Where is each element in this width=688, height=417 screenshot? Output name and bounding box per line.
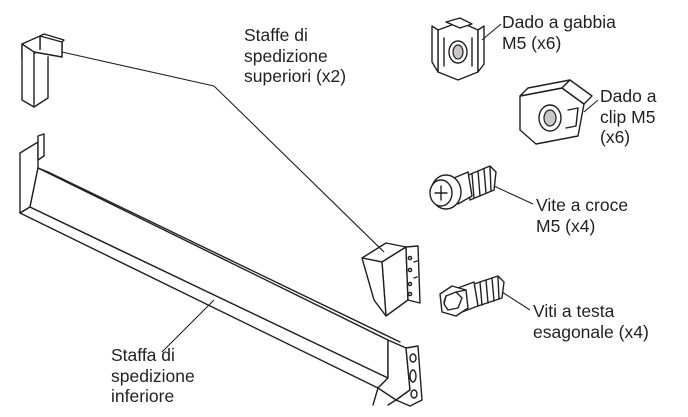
label-line: superiori (x2)	[244, 66, 347, 86]
label-line: spedizione	[244, 45, 328, 66]
label-line: esagonale (x4)	[533, 321, 649, 342]
label-line: Staffe di	[244, 25, 308, 45]
clip-nut	[519, 79, 593, 145]
lower-bracket	[19, 133, 423, 407]
leader-hex-screw	[501, 291, 531, 311]
label-line: Vite a croce	[536, 195, 629, 215]
label-line: (x6)	[600, 127, 631, 147]
leader-clip-nut	[583, 99, 599, 113]
cross-screw	[429, 165, 497, 210]
upper-bracket-right	[361, 242, 421, 317]
leader-upper-left	[61, 51, 215, 87]
leader-cross-screw	[493, 185, 534, 205]
label-line: Staffa di	[111, 345, 175, 365]
upper-bracket-left	[21, 33, 65, 108]
label-line: spedizione	[111, 365, 195, 386]
leader-upper-right	[213, 85, 385, 253]
leader-lower	[161, 299, 215, 353]
label-hex-screws: Viti a testa esagonale (x4)	[533, 301, 649, 342]
label-line: Dado a gabbia	[502, 12, 616, 32]
label-line: Viti a testa	[533, 301, 615, 321]
label-clip-nut: Dado a clip M5 (x6)	[600, 86, 656, 148]
cage-nut	[431, 17, 485, 81]
label-line: Dado a	[600, 86, 657, 106]
label-line: inferiore	[111, 386, 175, 406]
label-cage-nut: Dado a gabbia M5 (x6)	[502, 12, 616, 53]
label-line: M5 (x4)	[536, 215, 596, 236]
label-line: clip M5	[600, 106, 656, 127]
hex-screw	[439, 275, 505, 317]
label-lower-bracket: Staffa di spedizione inferiore	[111, 345, 195, 407]
label-upper-brackets: Staffe di spedizione superiori (x2)	[244, 25, 346, 87]
leader-cage-nut	[481, 23, 502, 41]
label-line: M5 (x6)	[502, 32, 562, 53]
label-cross-screw: Vite a croce M5 (x4)	[536, 195, 628, 236]
